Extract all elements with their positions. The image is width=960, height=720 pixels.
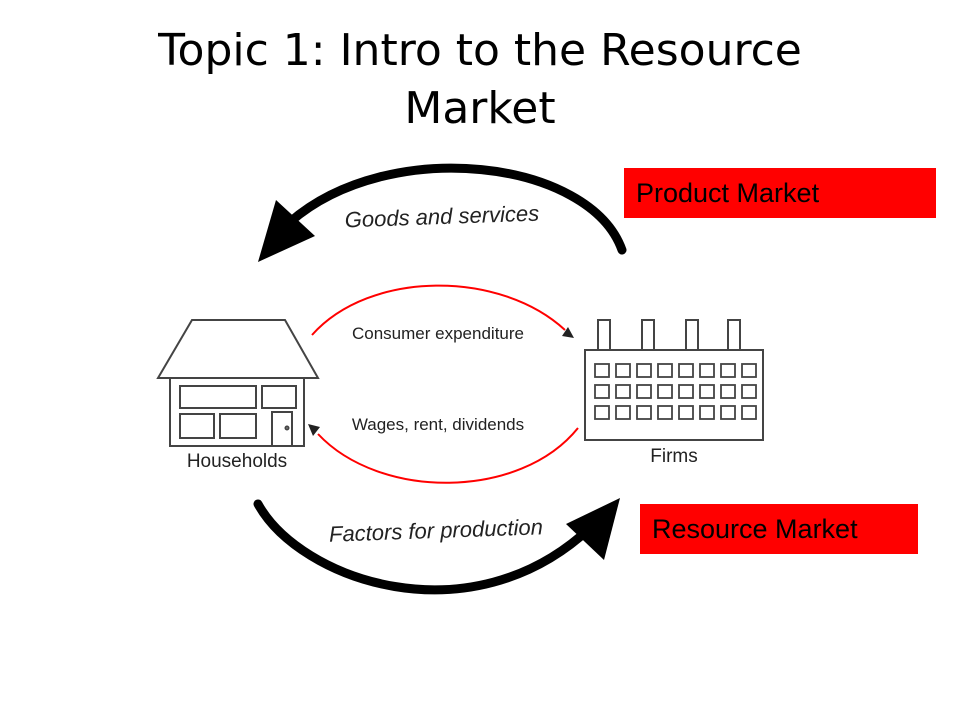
households-label: Households: [187, 451, 287, 472]
slide-title-line-1: Topic 1: Intro to the Resource: [158, 25, 802, 76]
house-icon: [156, 319, 320, 447]
wages-rent-dividends-arrow: [308, 424, 579, 484]
factory-icon: [584, 319, 764, 441]
product-market-callout: Product Market: [624, 168, 936, 218]
slide-title: Topic 1: Intro to the Resource Market: [0, 22, 960, 138]
goods-services-arrow: [258, 163, 627, 262]
firms-label: Firms: [650, 446, 697, 467]
factors-production-label: Factors for production: [329, 514, 544, 546]
factors-production-arrow: [253, 498, 620, 595]
consumer-expenditure-arrow: [311, 284, 574, 338]
consumer-expenditure-label: Consumer expenditure: [352, 324, 524, 343]
goods-services-label: Goods and services: [344, 201, 539, 233]
resource-market-callout: Resource Market: [640, 504, 918, 554]
slide-title-line-2: Market: [404, 83, 556, 134]
wages-rent-dividends-label: Wages, rent, dividends: [352, 415, 524, 434]
